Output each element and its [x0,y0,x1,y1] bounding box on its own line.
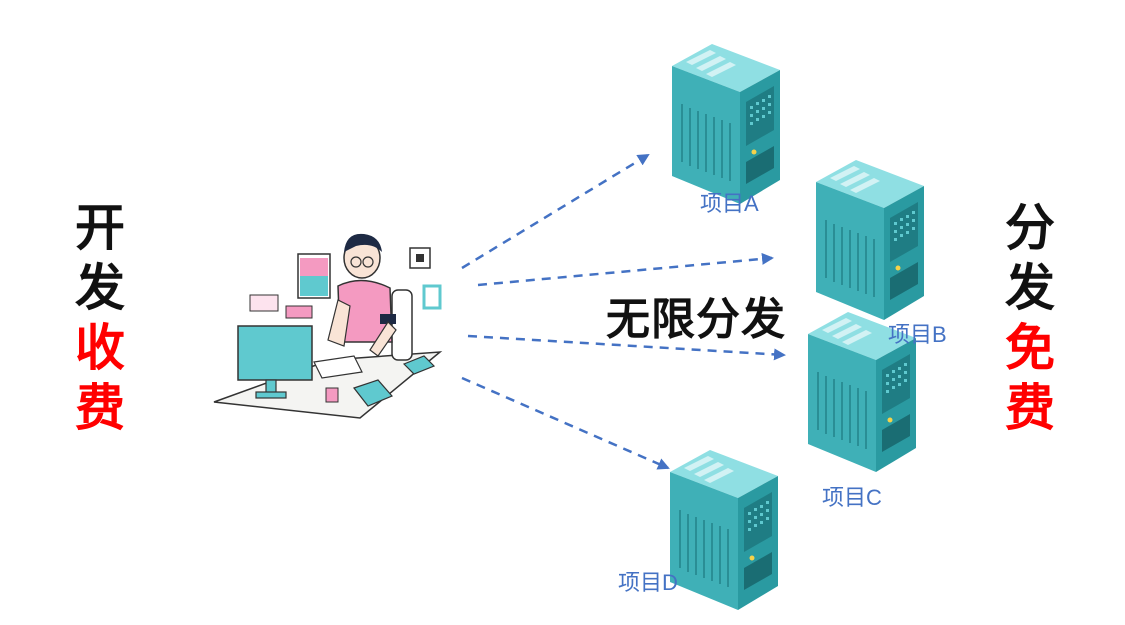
server-icon-d [669,449,779,611]
left-char-4: 费 [75,379,125,437]
center-label: 无限分发 [606,294,786,345]
server-icon-a [671,43,781,205]
arrow-to-project-c [467,334,786,361]
right-char-4: 费 [1005,379,1055,437]
project-label-a: 项目A [700,191,759,216]
left-vertical-text: 开 发 收 费 [75,198,125,438]
project-label-c: 项目C [822,485,882,510]
project-label-d: 项目D [618,570,678,595]
left-char-3: 收 [75,319,125,377]
right-char-3: 免 [1005,319,1055,377]
arrow-to-project-d [461,376,670,470]
server-icon-b [815,159,925,321]
right-char-1: 分 [1005,199,1055,257]
right-char-2: 发 [1005,259,1055,317]
left-char-2: 发 [75,259,125,317]
arrow-to-project-a [461,153,650,270]
arrow-to-project-b [477,252,774,287]
project-label-b: 项目B [888,322,947,347]
right-vertical-text: 分 发 免 费 [1005,198,1055,438]
left-char-1: 开 [75,199,125,257]
developer-illustration [213,233,443,419]
